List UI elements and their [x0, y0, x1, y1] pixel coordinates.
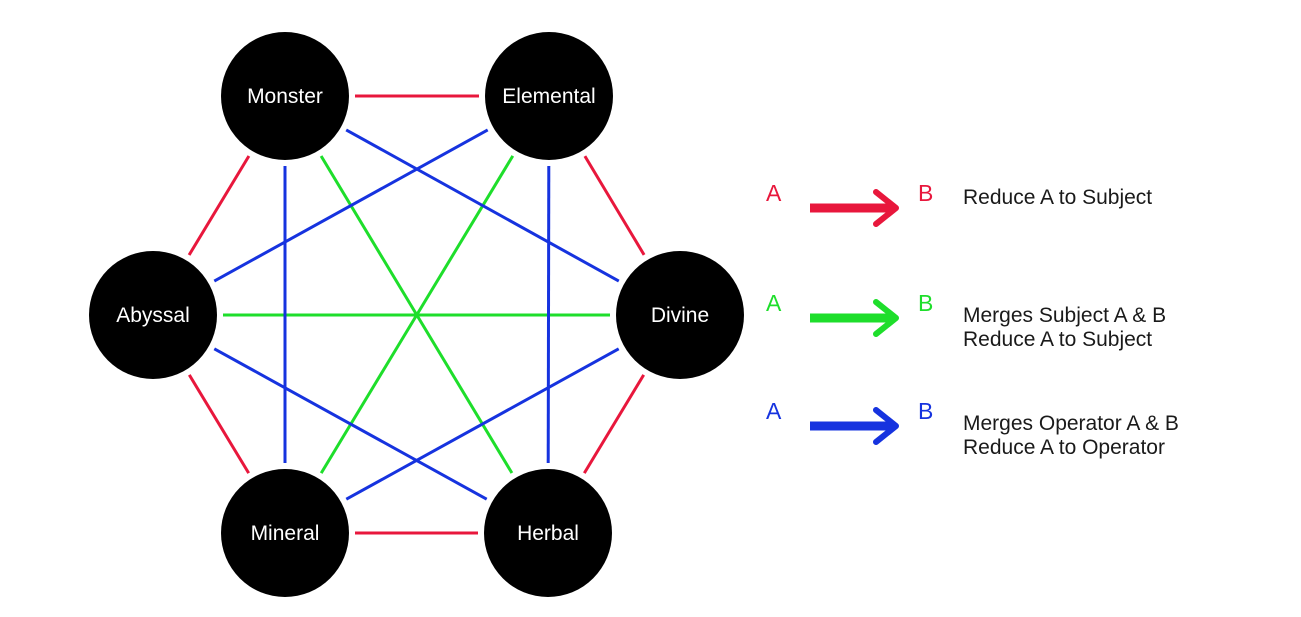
node-circle: [221, 32, 349, 160]
legend-description-line: Merges Operator A & B: [963, 412, 1179, 435]
legend-description-line: Reduce A to Subject: [963, 186, 1153, 209]
node-label: Herbal: [517, 522, 579, 545]
arrow-icon: [810, 189, 899, 227]
edge-red-mineral-abyssal: [188, 374, 250, 474]
edge-blue-elemental-abyssal: [213, 128, 489, 283]
legend-a-label: A: [766, 398, 782, 424]
node-herbal: Herbal: [484, 469, 612, 597]
edge-blue-abyssal-herbal: [213, 347, 488, 501]
node-label: Mineral: [251, 522, 320, 545]
arrow-icon: [810, 299, 899, 337]
node-circle: [616, 251, 744, 379]
legend-b-label: B: [918, 180, 934, 206]
edge-red-elemental-divine: [583, 155, 646, 256]
node-circle: [221, 469, 349, 597]
legend-b-label: B: [918, 398, 934, 424]
node-elemental: Elemental: [485, 32, 613, 160]
legend-description-line: Reduce A to Subject: [963, 328, 1153, 351]
legend-description-line: Reduce A to Operator: [963, 436, 1165, 459]
edge-blue-monster-divine: [345, 128, 620, 283]
node-circle: [89, 251, 217, 379]
edge-red-abyssal-monster: [187, 155, 251, 256]
legend-b-label: B: [918, 290, 934, 316]
node-label: Elemental: [502, 85, 595, 108]
legend-a-label: A: [766, 290, 782, 316]
edge-blue-divine-mineral: [345, 347, 620, 501]
node-divine: Divine: [616, 251, 744, 379]
node-label: Divine: [651, 304, 709, 327]
legend-description: Reduce A to Subject: [963, 186, 1152, 210]
node-label: Monster: [247, 85, 323, 108]
legend-description-line: Merges Subject A & B: [963, 304, 1167, 327]
node-circle: [484, 469, 612, 597]
edge-blue-elemental-herbal: [546, 165, 551, 464]
legend-row-red: A B Reduce A to Subject: [760, 180, 1280, 250]
node-abyssal: Abyssal: [89, 251, 217, 379]
node-monster: Monster: [221, 32, 349, 160]
edge-red-divine-herbal: [583, 374, 645, 474]
legend-a-label: A: [766, 180, 782, 206]
node-mineral: Mineral: [221, 469, 349, 597]
edges-group: [187, 94, 646, 535]
node-label: Abyssal: [116, 304, 190, 327]
node-circle: [485, 32, 613, 160]
arrow-icon: [810, 407, 899, 445]
